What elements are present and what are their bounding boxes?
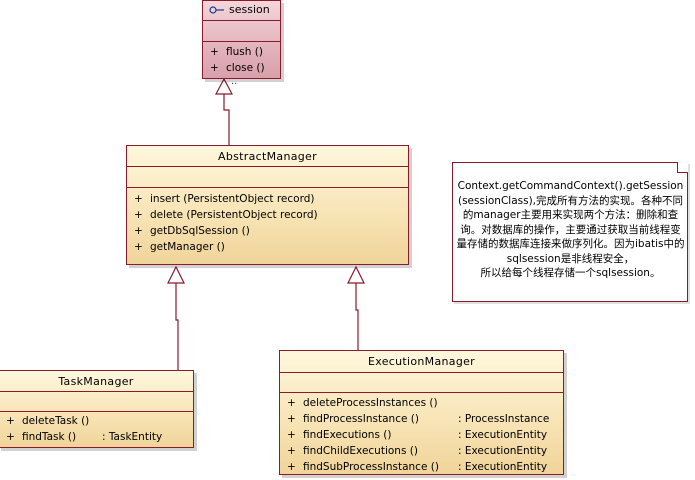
visibility-marker: + [210,46,219,58]
operation-row[interactable]: + getManager () [127,239,408,255]
class-name: TaskManager [0,371,193,392]
operation-name: findProcessInstance () [303,413,419,425]
operation-name: findTask () [22,431,77,443]
realization-dots: .. [231,76,238,87]
taskmanager-operations: + deleteTask () + findTask () : TaskEnti… [0,412,193,445]
realization-line-abstractmanager-session [223,94,230,145]
operation-row[interactable]: + getDbSqlSession () [127,223,408,239]
return-type: : ExecutionEntity [458,445,548,457]
comment-note[interactable]: Context.getCommandContext().getSession(s… [452,162,688,302]
session-name: session [229,3,270,16]
operation-row[interactable]: + deleteProcessInstances () [280,395,563,411]
generalization-line-executionmanager [355,283,359,350]
class-name: ExecutionManager [280,351,563,373]
executionmanager-class[interactable]: ExecutionManager + deleteProcessInstance… [279,350,564,475]
interface-lollipop-icon [209,6,224,14]
executionmanager-operations: + deleteProcessInstances () + findProces… [280,393,563,475]
operation-name: insert (PersistentObject record) [150,193,315,205]
operation-row[interactable]: + flush () [203,44,280,60]
operation-name: getDbSqlSession () [150,225,250,237]
realization-arrowhead-session [215,77,233,95]
operation-row[interactable]: + findSubProcessInstance () : ExecutionE… [280,459,563,475]
note-folded-corner [677,162,688,173]
session-interface[interactable]: session + flush () + close () [202,0,281,79]
return-type: : ExecutionEntity [458,429,548,441]
generalization-line-taskmanager [175,283,179,370]
taskmanager-class[interactable]: TaskManager + deleteTask () + findTask (… [0,370,194,448]
taskmanager-attributes [0,392,193,412]
generalization-arrowhead-executionmanager [347,265,365,284]
class-name: AbstractManager [127,146,408,167]
visibility-marker: + [287,429,296,441]
session-operations: + flush () + close () [203,42,280,76]
operation-row[interactable]: + insert (PersistentObject record) [127,191,408,207]
return-type: : TaskEntity [102,431,163,443]
abstractmanager-attributes [127,167,408,188]
visibility-marker: + [287,413,296,425]
operation-name: findSubProcessInstance () [303,461,439,473]
operation-name: findChildExecutions () [303,445,418,457]
operation-name: getManager () [150,241,225,253]
operation-name: close () [226,62,265,74]
session-header: session [203,1,280,21]
operation-name: findExecutions () [303,429,392,441]
operation-row[interactable]: + findChildExecutions () : ExecutionEnti… [280,443,563,459]
visibility-marker: + [6,431,15,443]
operation-row[interactable]: + delete (PersistentObject record) [127,207,408,223]
executionmanager-attributes [280,373,563,393]
visibility-marker: + [134,241,143,253]
abstractmanager-class[interactable]: AbstractManager + insert (PersistentObje… [126,145,409,265]
visibility-marker: + [134,209,143,221]
operation-name: deleteTask () [22,415,90,427]
operation-name: delete (PersistentObject record) [150,209,318,221]
operation-row[interactable]: + findExecutions () : ExecutionEntity [280,427,563,443]
operation-row[interactable]: + close () [203,60,280,76]
visibility-marker: + [287,461,296,473]
visibility-marker: + [287,445,296,457]
operation-row[interactable]: + findProcessInstance () : ProcessInstan… [280,411,563,427]
visibility-marker: + [287,397,296,409]
visibility-marker: + [6,415,15,427]
generalization-arrowhead-taskmanager [167,265,185,284]
operation-row[interactable]: + deleteTask () [0,413,193,429]
return-type: : ExecutionEntity [458,461,548,473]
visibility-marker: + [210,62,219,74]
operation-name: deleteProcessInstances () [303,397,438,409]
abstractmanager-operations: + insert (PersistentObject record) + del… [127,188,408,255]
session-attributes [203,21,280,42]
note-text: Context.getCommandContext().getSession(s… [456,180,685,279]
visibility-marker: + [134,225,143,237]
visibility-marker: + [134,193,143,205]
return-type: : ProcessInstance [458,413,550,425]
operation-name: flush () [226,46,263,58]
operation-row[interactable]: + findTask () : TaskEntity [0,429,193,445]
